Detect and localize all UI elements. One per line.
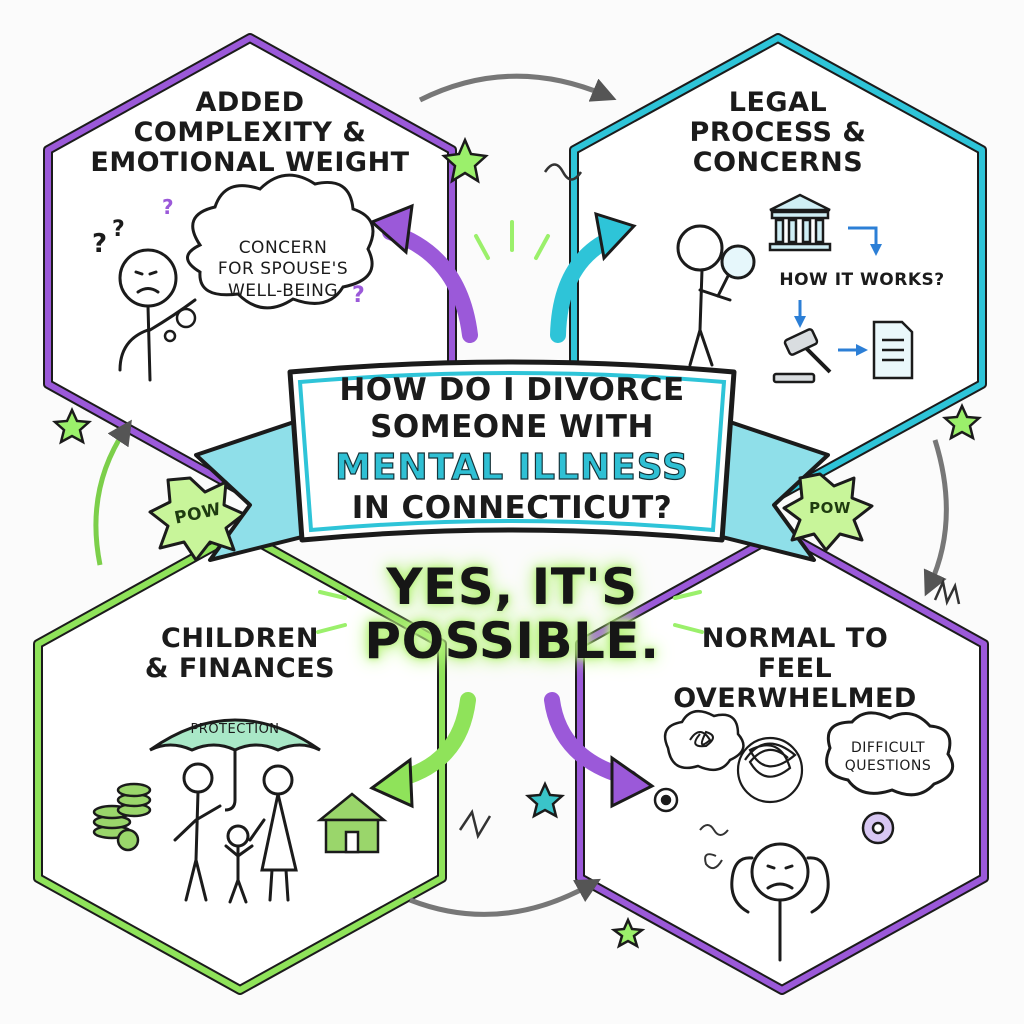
section-title-children: CHILDREN & FINANCES <box>100 623 380 685</box>
squiggle-decor <box>704 853 723 870</box>
worried-person-icon <box>118 248 197 382</box>
pow-label-right: POW <box>809 499 851 517</box>
banner-body <box>287 359 737 543</box>
title-line: CHILDREN <box>161 623 319 654</box>
cloud-text: DIFFICULT QUESTIONS <box>826 740 950 775</box>
arrow-right <box>923 439 949 597</box>
center-answer: YES, IT'S POSSIBLE. <box>352 560 672 668</box>
title-line: CONCERNS <box>692 147 864 179</box>
question-line: IN CONNECTICUT? <box>351 489 673 526</box>
section-title-complexity: ADDED COMPLEXITY & EMOTIONAL WEIGHT <box>70 87 430 179</box>
scribble-cloud-icon <box>663 709 745 772</box>
banner-inner-border <box>297 371 727 533</box>
thought-cloud-text: CONCERN FOR SPOUSE'S WELL-BEING <box>198 238 368 302</box>
title-line: LEGAL <box>728 87 828 118</box>
legal-caption: HOW IT WORKS? <box>779 270 945 290</box>
stressed-person-icon <box>730 842 830 962</box>
arrow-top <box>418 73 617 103</box>
title-line: OVERWHELMED <box>673 683 917 715</box>
flow-arrow <box>848 226 882 256</box>
answer-line: POSSIBLE. <box>364 612 660 670</box>
umbrella-label: PROTECTION <box>190 722 280 737</box>
title-line: COMPLEXITY & <box>133 117 367 149</box>
section-title-legal: LEGAL PROCESS & CONCERNS <box>628 87 928 179</box>
family-icon <box>173 762 298 904</box>
pow-burst-left <box>148 476 246 562</box>
cloud-line: DIFFICULT <box>850 740 926 756</box>
thought-cloud-icon <box>163 173 375 343</box>
hexagon-bottom-right <box>575 527 989 995</box>
arrow-purple-up-head <box>369 203 414 255</box>
title-line: FEEL <box>757 653 833 685</box>
title-line: ADDED <box>195 87 305 118</box>
umbrella-icon <box>149 718 321 812</box>
glow-rays <box>316 220 704 634</box>
squiggle-decor <box>699 824 729 836</box>
title-line: EMOTIONAL WEIGHT <box>90 147 410 179</box>
thought-cloud-icon <box>825 711 955 797</box>
gear-icon <box>861 811 895 845</box>
gavel-icon <box>772 328 832 384</box>
thought-line: CONCERN <box>238 238 328 258</box>
question-highlight: MENTAL ILLNESS <box>334 447 689 489</box>
thought-line: FOR SPOUSE'S <box>217 259 349 280</box>
squiggle-decor <box>933 577 961 606</box>
pow-burst-right <box>782 472 874 552</box>
arrow-left <box>93 419 132 566</box>
scribble-cloud-icon <box>736 736 804 804</box>
svg-text:?: ? <box>112 217 125 242</box>
center-banner <box>194 359 830 562</box>
magnifier-person-icon <box>676 224 756 367</box>
title-line: NORMAL TO <box>701 623 889 654</box>
arrow-cyan-up-head <box>594 211 637 262</box>
arrow-green-down-head <box>369 757 414 809</box>
house-icon <box>316 792 388 854</box>
hexagon-bottom-left <box>33 527 447 995</box>
star-icon <box>941 402 983 441</box>
star-icon <box>610 916 646 949</box>
question-mark-icon: ? ? ? ? <box>92 195 365 308</box>
squiggle-decor <box>458 808 492 840</box>
svg-text:?: ? <box>92 229 107 259</box>
section-title-overwhelmed: NORMAL TO FEEL OVERWHELMED <box>650 623 940 715</box>
svg-text:?: ? <box>352 283 365 308</box>
svg-text:?: ? <box>162 195 174 219</box>
question-line: SOMEONE WITH <box>370 409 654 446</box>
cloud-line: QUESTIONS <box>844 757 932 774</box>
center-question: HOW DO I DIVORCE SOMEONE WITH MENTAL ILL… <box>312 372 712 527</box>
star-icon <box>51 406 93 445</box>
star-icon <box>524 780 566 819</box>
arrow-bottom <box>409 878 601 917</box>
document-icon <box>872 320 914 380</box>
gear-icon <box>653 787 679 813</box>
title-line: PROCESS & <box>689 117 867 149</box>
question-line: HOW DO I DIVORCE <box>339 372 685 408</box>
star-icon <box>441 136 489 184</box>
answer-line: YES, IT'S <box>386 558 638 616</box>
courthouse-icon <box>768 193 832 252</box>
thought-line: WELL-BEING <box>227 280 339 301</box>
squiggle-decor <box>543 163 583 181</box>
arrow-purple-down-head <box>610 755 655 809</box>
title-line: & FINANCES <box>144 653 336 685</box>
coin-stack-icon <box>92 782 152 852</box>
